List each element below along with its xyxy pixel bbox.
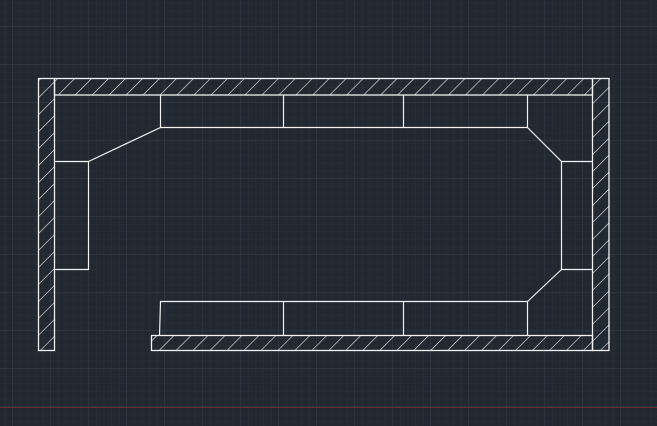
counter-right[interactable] [527, 127, 593, 302]
counter-bottom[interactable] [158, 300, 529, 337]
wall-top[interactable] [53, 77, 594, 96]
wall-left[interactable] [37, 77, 56, 352]
wall-bottom[interactable] [150, 334, 594, 352]
counter-top[interactable] [159, 95, 529, 129]
wall-right[interactable] [591, 77, 610, 352]
counter-left[interactable] [54, 126, 161, 271]
